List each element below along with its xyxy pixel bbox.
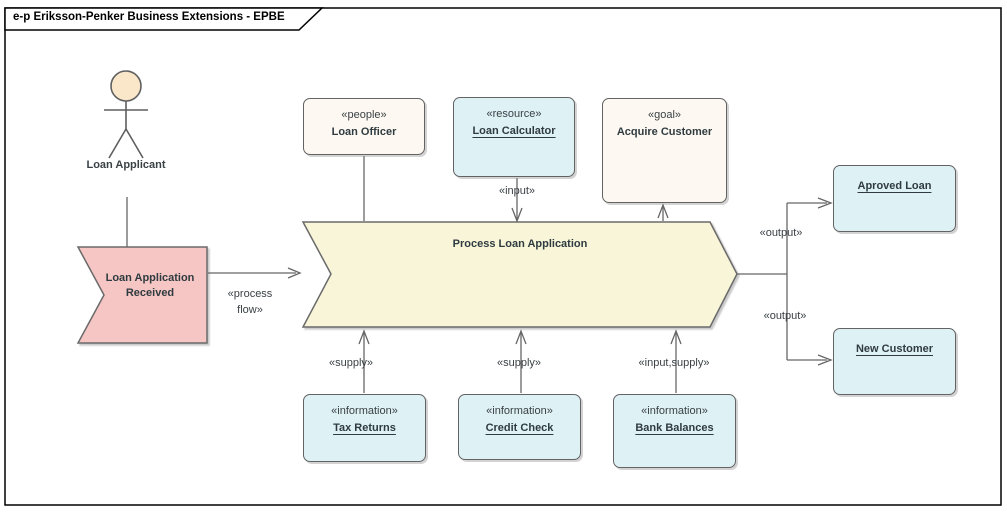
loan-calculator-stereotype: «resource» <box>486 108 542 120</box>
arrowhead-supply-tax <box>358 329 370 345</box>
arrowhead-output-bottom <box>817 354 833 366</box>
arrowhead-output-top <box>817 197 833 209</box>
label-supply-tax: «supply» <box>328 357 374 369</box>
label-input: «input» <box>498 185 536 197</box>
label-output-top: «output» <box>759 227 803 239</box>
diagram-title: e-p Eriksson-Penker Business Extensions … <box>13 11 285 23</box>
tax-returns-name: Tax Returns <box>333 422 396 434</box>
bank-balances-stereotype: «information» <box>641 405 708 417</box>
label-input-supply: «input,supply» <box>638 357 710 369</box>
node-tax-returns[interactable]: «information» Tax Returns <box>303 394 426 462</box>
tax-returns-stereotype: «information» <box>331 405 398 417</box>
arrowhead-process-flow <box>287 267 302 279</box>
node-new-customer[interactable]: New Customer <box>833 328 956 395</box>
node-bank-balances[interactable]: «information» Bank Balances <box>613 394 736 468</box>
loan-calculator-name: Loan Calculator <box>472 125 556 137</box>
node-credit-check[interactable]: «information» Credit Check <box>458 394 581 460</box>
node-acquire-customer[interactable]: «goal» Acquire Customer <box>602 98 727 203</box>
label-output-bottom: «output» <box>763 310 807 322</box>
event-label: Loan Application Received <box>105 272 195 299</box>
diagram-frame <box>4 7 1002 506</box>
label-supply-credit: «supply» <box>496 357 542 369</box>
node-aproved-loan[interactable]: Aproved Loan <box>833 165 956 232</box>
actor-leg-right <box>125 128 144 159</box>
loan-officer-name: Loan Officer <box>331 126 397 138</box>
acquire-customer-stereotype: «goal» <box>647 109 682 121</box>
node-loan-officer[interactable]: «people» Loan Officer <box>303 98 425 155</box>
process-label: Process Loan Application <box>452 238 588 250</box>
aproved-loan-name: Aproved Loan <box>857 180 932 192</box>
arrowhead-input-supply <box>670 329 682 345</box>
loan-officer-stereotype: «people» <box>341 109 387 121</box>
process-loan-application-shape[interactable] <box>301 221 738 328</box>
actor-loan-applicant-figure[interactable] <box>104 70 148 159</box>
label-process-flow: «process flow» <box>227 288 273 316</box>
actor-head <box>110 70 142 102</box>
arrowhead-input <box>511 207 523 223</box>
arrowhead-supply-credit <box>515 329 527 345</box>
bank-balances-name: Bank Balances <box>635 422 714 434</box>
actor-leg-left <box>108 128 127 159</box>
diagram-title-tab <box>4 7 324 31</box>
node-loan-calculator[interactable]: «resource» Loan Calculator <box>453 97 575 177</box>
credit-check-stereotype: «information» <box>486 405 553 417</box>
acquire-customer-name: Acquire Customer <box>616 126 713 138</box>
new-customer-name: New Customer <box>855 343 934 355</box>
actor-label: Loan Applicant <box>86 159 166 171</box>
event-loan-application-received-shape[interactable] <box>76 246 208 344</box>
arrowhead-goal <box>657 203 669 219</box>
credit-check-name: Credit Check <box>485 422 554 434</box>
